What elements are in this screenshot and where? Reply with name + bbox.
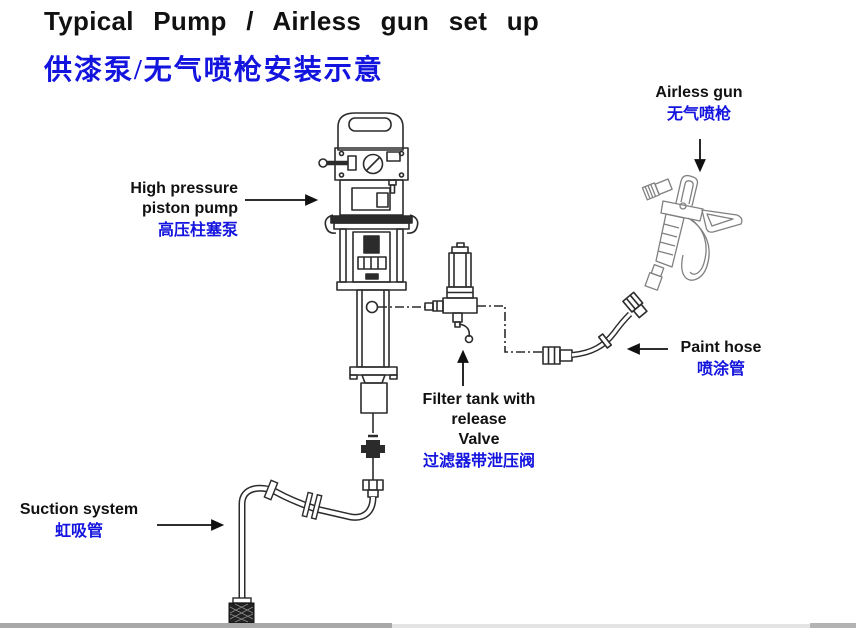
hose-flange-joint (301, 491, 323, 520)
pressure-knob-rod (318, 155, 357, 171)
connection-lines (378, 305, 543, 353)
paint-hose-label-zh: 喷涂管 (696, 361, 745, 378)
bottom-border-right (810, 623, 856, 628)
pump-label-en-line2: piston pump (142, 200, 238, 217)
filter-label-en-line3: Valve (458, 431, 500, 448)
suction-label-en: Suction system (19, 501, 139, 518)
pump-outlet-port (365, 300, 379, 314)
intake-union-fitting (361, 440, 385, 458)
page-title: Typical Pump / Airless gun set up (44, 6, 540, 36)
filter-label-en-line1: Filter tank with (422, 391, 536, 408)
label-airless-gun: Airless gun 无气喷枪 (640, 83, 758, 125)
gun-label-zh: 无气喷枪 (666, 106, 731, 123)
pump-arrow (245, 194, 319, 206)
bottom-border-left (0, 623, 392, 628)
filter-label-zh: 过滤器带泄压阀 (422, 453, 535, 470)
pump-label-zh: 高压柱塞泵 (157, 222, 238, 239)
pump-label-en-line1: High pressure (130, 180, 238, 197)
airless-gun-drawing (641, 174, 743, 291)
hose-gun-fitting (622, 291, 648, 319)
suction-arrow (157, 519, 225, 531)
gun-arrow (694, 139, 706, 173)
paint-hose-label-en: Paint hose (680, 339, 762, 356)
suction-strainer (228, 597, 255, 624)
suction-label-zh: 虹吸管 (54, 523, 103, 540)
gun-nozzle (641, 178, 673, 201)
label-paint-hose: Paint hose 喷涂管 (671, 338, 771, 380)
gun-label-en: Airless gun (655, 84, 743, 101)
suction-system-drawing (228, 479, 377, 624)
paint-hose-drawing (542, 291, 648, 365)
release-valve (452, 312, 474, 344)
page-subtitle-zh: 供漆泵/无气喷枪安装示意 (44, 55, 384, 86)
paint-hose-arrow (626, 343, 668, 355)
filter-label-en-line2: release (451, 411, 507, 428)
bottom-border-middle (392, 624, 810, 628)
label-suction-system: Suction system 虹吸管 (8, 500, 150, 542)
callout-arrows (157, 139, 706, 531)
label-filter-tank: Filter tank with release Valve 过滤器带泄压阀 (409, 390, 549, 472)
high-pressure-piston-pump-drawing (318, 112, 419, 498)
label-high-pressure-piston-pump: High pressure piston pump 高压柱塞泵 (100, 179, 238, 241)
filter-tank-drawing (424, 242, 478, 344)
filter-arrow (457, 349, 469, 386)
